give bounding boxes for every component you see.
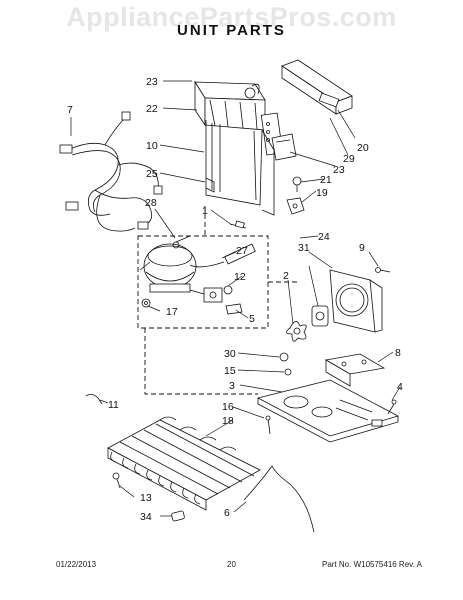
clip-19 [286,197,305,215]
refrigerant-path [144,206,300,395]
screw-13 [112,472,121,489]
callout-22: 22 [146,103,158,115]
screw-4 [387,399,397,415]
washer-15 [284,368,292,376]
side-bracket [271,133,297,161]
callout-1: 1 [202,205,208,217]
callout-28: 28 [145,197,157,209]
footer-part-number: Part No. W10575416 Rev. A [322,560,422,569]
callout-25: 25 [146,168,158,180]
nut-30 [279,352,289,362]
callout-4: 4 [397,381,403,393]
callout-11: 11 [108,399,119,411]
compressor [139,235,197,293]
callout-19: 19 [316,187,328,199]
callout-15: 15 [224,365,236,377]
callout-17: 17 [166,306,178,318]
callout-8: 8 [395,347,401,359]
callout-34: 34 [140,511,152,523]
grommet-17 [141,298,151,308]
condenser-coil [107,416,261,511]
footer-date: 01/22/2013 [56,560,97,569]
bracket-8 [324,353,386,387]
screw-16 [265,415,271,435]
screw-21 [292,176,302,192]
suction-tube [243,465,315,533]
callout-9: 9 [359,242,365,254]
callout-21: 21 [320,174,332,186]
leader-lines [70,80,401,517]
callout-5: 5 [249,313,255,325]
drain-tube [85,394,103,405]
callout-16: 16 [222,401,234,413]
callout-3: 3 [229,380,235,392]
callout-20: 20 [357,142,369,154]
callout-7: 7 [67,104,73,116]
condenser-shroud-assembly [194,80,284,216]
page-title: UNIT PARTS [177,22,286,39]
screw-1 [229,220,247,229]
channel-bracket [281,59,353,115]
fan-shroud [329,269,383,333]
screw-9 [375,267,391,273]
callout-23-right: 23 [333,164,345,176]
grommet-12 [223,285,233,295]
fan-motor [311,305,329,327]
callout-29: 29 [343,153,355,165]
callout-18: 18 [222,415,234,427]
callout-2: 2 [283,270,289,282]
callout-12: 12 [234,271,246,283]
filter-drier [189,243,256,268]
callout-30: 30 [224,348,236,360]
relay-overload [189,287,223,303]
callout-6: 6 [224,507,230,519]
plug-34 [171,510,185,522]
callout-13: 13 [140,492,152,504]
callout-23-top: 23 [146,76,158,88]
callout-31: 31 [298,242,310,254]
callout-27: 27 [236,245,248,257]
footer-page-number: 20 [227,560,236,569]
callout-10: 10 [146,140,158,152]
base-pan [256,379,400,443]
watermark: AppliancePartsPros.com [66,2,397,32]
callout-24: 24 [318,231,330,243]
wire-harness [59,111,163,232]
fan-blade [286,321,307,342]
